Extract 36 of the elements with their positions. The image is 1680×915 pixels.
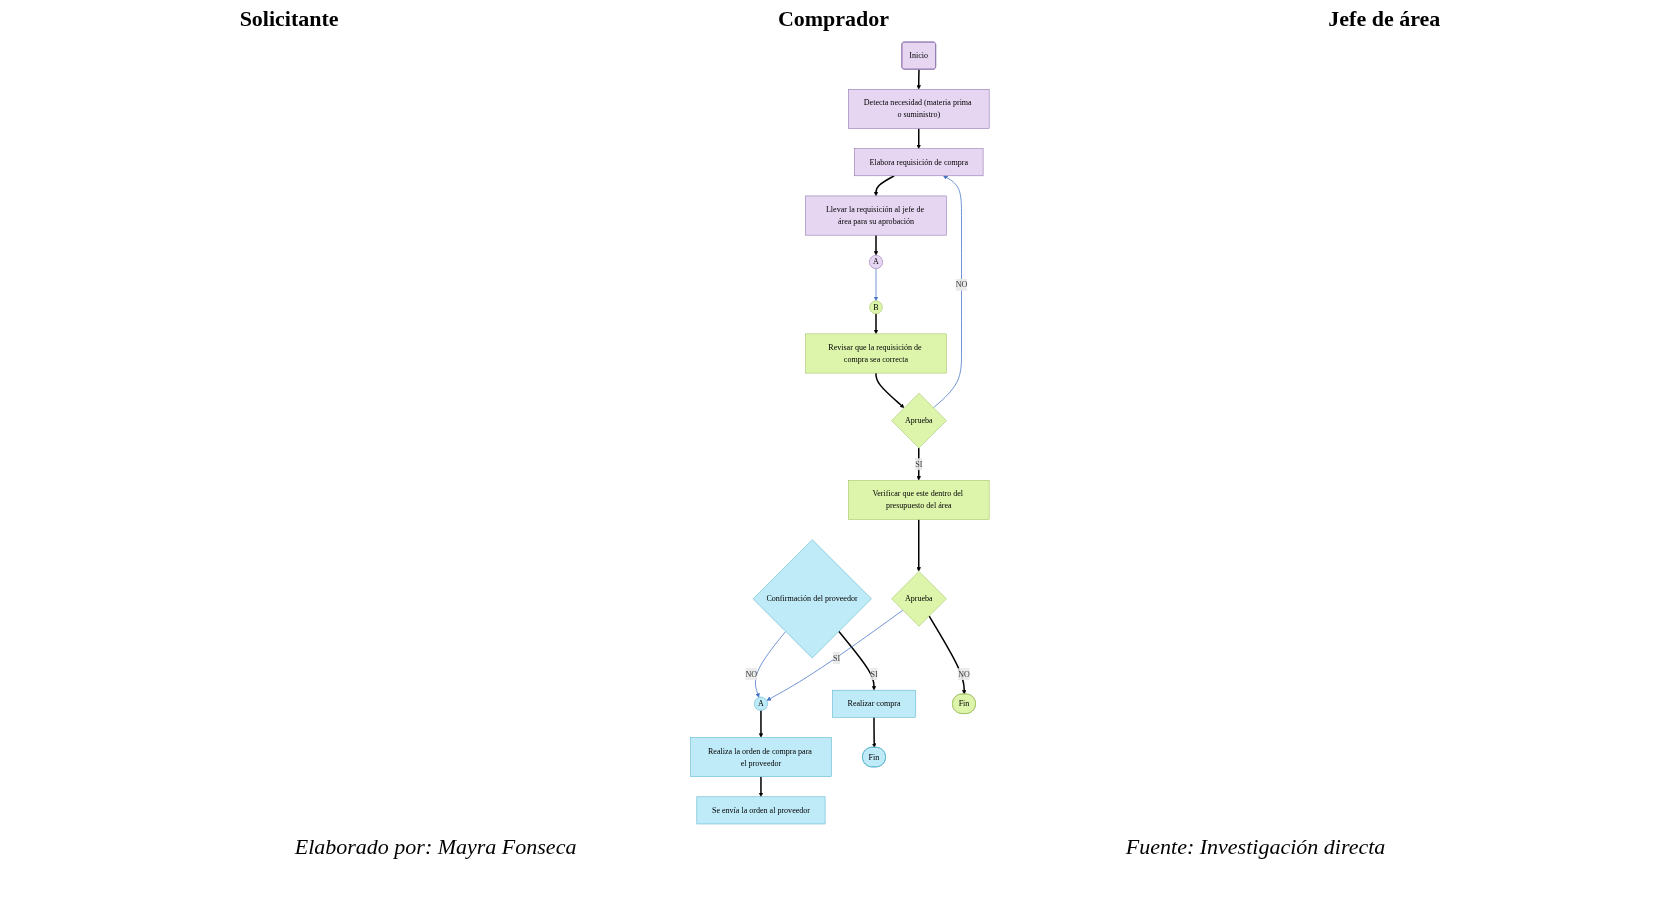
edge-label: SI — [833, 653, 841, 663]
arrow — [758, 775, 764, 797]
arrow — [916, 127, 922, 149]
node-box: Llevar la requisición al jefe de área para su aprobación — [805, 195, 947, 236]
node-diamond: Aprueba — [891, 571, 947, 627]
node-circle: A — [869, 255, 884, 269]
edge-label: NO — [958, 669, 970, 679]
arrow — [872, 716, 877, 748]
arrow — [873, 234, 879, 256]
lane-heading: Comprador — [777, 6, 890, 32]
node-box: Detecta necesidad (materia prima o suministro) — [848, 89, 990, 129]
arrow — [875, 372, 905, 409]
edge-label: NO — [955, 280, 968, 289]
arrow — [838, 630, 877, 691]
arrow — [928, 615, 967, 695]
node-box: Elabora requisición de compra — [854, 148, 984, 177]
edge-label: NO — [745, 669, 758, 679]
node-circle: A — [754, 696, 769, 711]
node-box: Se envía la orden al proveedor — [696, 796, 826, 825]
footnote: Fuente: Investigación directa — [1125, 834, 1386, 860]
node-box: Realiza la orden de compra para el proveedor — [690, 737, 832, 777]
edge-label: SI — [915, 459, 923, 469]
lane-heading: Solicitante — [239, 6, 339, 32]
arrow — [758, 709, 764, 738]
node-box: Revisar que la requisición de compra sea correcta — [805, 333, 947, 374]
edge-label: SI — [870, 669, 878, 679]
arrow — [916, 518, 922, 572]
arrow — [873, 175, 896, 197]
footnote: Elaborado por: Mayra Fonseca — [294, 834, 577, 860]
node-box: Verificar que este dentro del presupuesto del área — [848, 480, 990, 520]
node-circle: B — [869, 300, 883, 314]
arrow — [873, 313, 879, 335]
arrow — [916, 68, 922, 90]
node-diamond: Aprueba — [891, 393, 947, 449]
lane-heading: Jefe de área — [1328, 6, 1441, 32]
node-box: Realizar compra — [832, 689, 916, 718]
